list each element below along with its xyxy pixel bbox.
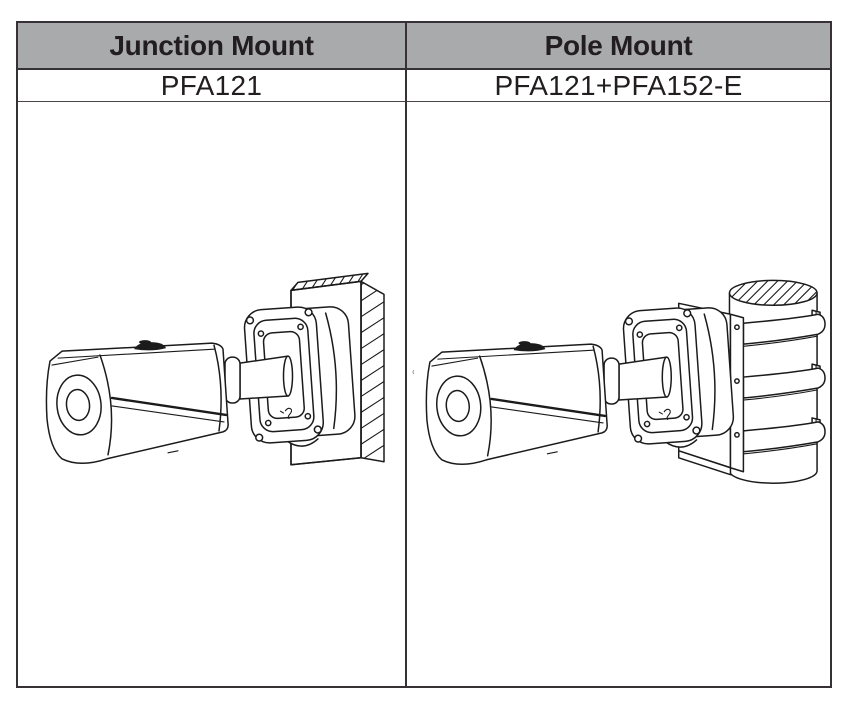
header-pole-mount-label: Pole Mount [544, 29, 693, 61]
stray-mark [412, 369, 415, 375]
pole-mount-illustration: bullet-camera-on-junction-box-pole-strap… [412, 279, 826, 484]
junction-mount-illustration-cell: bullet-camera-on-junction-box-wall-mount [18, 102, 407, 686]
header-junction-mount: Junction Mount [18, 23, 407, 70]
model-junction-mount-label: PFA121 [160, 69, 263, 101]
model-pole-mount-label: PFA121+PFA152-E [494, 69, 743, 101]
header-junction-mount-label: Junction Mount [109, 29, 314, 61]
model-junction-mount: PFA121 [18, 70, 407, 102]
mount-options-table: Junction Mount Pole Mount PFA121 PFA121+… [16, 21, 832, 688]
header-pole-mount: Pole Mount [407, 23, 830, 70]
pole-straps [742, 309, 826, 455]
model-pole-mount: PFA121+PFA152-E [407, 70, 830, 102]
pole-mount-illustration-cell: bullet-camera-on-junction-box-pole-strap… [407, 102, 830, 686]
junction-mount-illustration: bullet-camera-on-junction-box-wall-mount [45, 272, 385, 466]
